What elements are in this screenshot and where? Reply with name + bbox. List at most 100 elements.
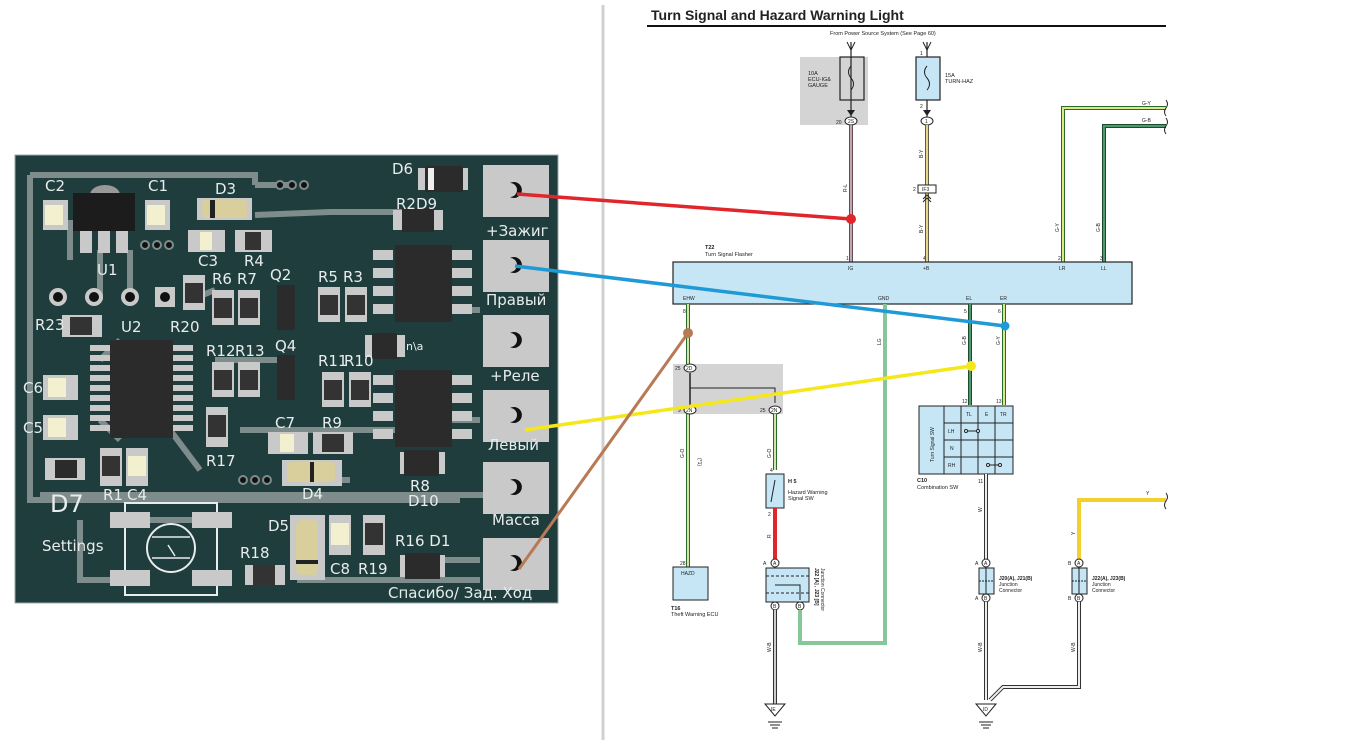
theft-ecu-code: T16 bbox=[671, 606, 680, 612]
j2-conn-a: A bbox=[984, 561, 988, 567]
flasher-pin-ll: LL bbox=[1101, 266, 1107, 272]
hazard-sw-name-2: Signal SW bbox=[788, 496, 814, 502]
pcb-label-c2: C2 bbox=[45, 177, 65, 195]
theft-ecu-pin: 28 bbox=[680, 561, 686, 567]
csw-col-e: E bbox=[985, 412, 989, 418]
pcb-label-d4: D4 bbox=[302, 485, 323, 503]
pcb-label-c3: C3 bbox=[198, 252, 218, 270]
csw-row-lh: LH bbox=[948, 429, 955, 435]
flasher-pin-8-num: 8 bbox=[683, 309, 686, 315]
j2-pin-a: A bbox=[975, 561, 979, 567]
fuse-left-name-1: ECU-IG& bbox=[808, 77, 831, 83]
jb-top-pin: 25 bbox=[675, 366, 681, 372]
csw-pin-11: 11 bbox=[978, 479, 983, 485]
wire-label-y-vertical: Y bbox=[1071, 531, 1077, 535]
wire-label-lg: LG bbox=[877, 338, 883, 345]
fuse-right-rating: 15A bbox=[945, 73, 955, 79]
flasher-pin-4-num: 4 bbox=[923, 256, 926, 262]
u2-ic bbox=[90, 340, 193, 438]
jumper-blue-right bbox=[514, 264, 1006, 328]
connector-2s-label: 2S bbox=[848, 119, 855, 125]
wire-label-w-b-3: W-B bbox=[1071, 642, 1077, 652]
pcb-label-c5: C5 bbox=[23, 419, 43, 437]
combination-sw-code: C10 bbox=[917, 478, 927, 484]
jumper-red-endpoint bbox=[846, 214, 856, 224]
flasher-pin-lr: LR bbox=[1059, 266, 1066, 272]
j2-code: J20(A), J21(B) bbox=[999, 576, 1033, 582]
j2-pin-b: A bbox=[975, 596, 979, 602]
wire-label-b-y-top: B-Y bbox=[919, 149, 925, 158]
pcb-label-c8: C8 bbox=[330, 560, 350, 578]
terminal-pads bbox=[483, 165, 549, 590]
ic-top bbox=[373, 245, 472, 322]
wire-lg bbox=[798, 304, 887, 645]
j1-conn-b: B bbox=[773, 604, 777, 610]
j3-pin-b: B bbox=[1068, 596, 1072, 602]
wire-label-w: W bbox=[978, 507, 984, 512]
jb-right-pin: 25 bbox=[760, 408, 766, 414]
pcb-label-u1: U1 bbox=[97, 261, 118, 279]
pcb-label-d3: D3 bbox=[215, 180, 236, 198]
j1-pin-a: A bbox=[763, 561, 767, 567]
wire-g-y bbox=[1061, 106, 1166, 262]
hazard-sw-name-1: Hazard Warning bbox=[788, 490, 828, 496]
flasher-pin-el: EL bbox=[966, 296, 972, 302]
terminal-label-right: Правый bbox=[486, 291, 546, 309]
pcb-board: C2 C1 D3 U1 C3 R4 D6 R2D9 R6 R7 Q2 R5 R3… bbox=[14, 154, 559, 604]
hazard-sw-pin-bottom: 2 bbox=[768, 512, 771, 518]
j1-conn-b2: B bbox=[798, 604, 802, 610]
turn-signal-flasher-box bbox=[672, 261, 1133, 305]
ic-bottom bbox=[373, 370, 472, 447]
earth-icon bbox=[979, 721, 993, 729]
earth-icon bbox=[768, 721, 782, 729]
pcb-label-q2: Q2 bbox=[270, 266, 291, 284]
j2-sub1: Junction bbox=[999, 582, 1018, 588]
wire-label-r: R bbox=[767, 534, 773, 538]
terminal-label-ground: Масса bbox=[492, 511, 540, 529]
terminal-label-left: Левый bbox=[488, 436, 539, 454]
combination-sw-name: Combination SW bbox=[917, 485, 959, 491]
pcb-label-r20: R20 bbox=[170, 318, 200, 336]
pcb-label-r23: R23 bbox=[35, 316, 65, 334]
jumper-yellow-left bbox=[524, 364, 972, 432]
wire-label-g-y-er: G-Y bbox=[996, 335, 1002, 345]
jumper-brown-reverse bbox=[517, 332, 690, 570]
j3-conn-b: B bbox=[1077, 596, 1081, 602]
wire-label-g-o-right: G-O bbox=[767, 448, 773, 458]
if3-pin: 2 bbox=[913, 187, 916, 193]
pcb-label-r6: R6 bbox=[212, 270, 232, 288]
pcb-label-r12: R12 bbox=[206, 342, 236, 360]
csw-pin-13: 13 bbox=[996, 399, 1002, 405]
pcb-label-r19: R19 bbox=[358, 560, 388, 578]
pcb-label-d5: D5 bbox=[268, 517, 289, 535]
j3-sub1: Junction bbox=[1092, 582, 1111, 588]
jumper-red-ignition bbox=[516, 192, 852, 221]
ground-symbol-id bbox=[974, 703, 998, 717]
pcb-label-r1: R1 bbox=[103, 486, 123, 504]
wire-w-b-id bbox=[984, 602, 1081, 702]
connector-if3-label: IF3 bbox=[922, 187, 929, 193]
j2-sub2: Connector bbox=[999, 588, 1022, 594]
pcb-label-r16d1: R16 D1 bbox=[395, 532, 450, 550]
terminal-label-reverse: Спасибо/ Зад. Ход bbox=[388, 584, 532, 602]
pcb-label-c7: C7 bbox=[275, 414, 295, 432]
flasher-pin-5-num: 5 bbox=[964, 309, 967, 315]
pcb-label-r3: R3 bbox=[343, 268, 363, 286]
wire-label-g-b-el: G-B bbox=[962, 335, 968, 345]
settings-button-footprint bbox=[110, 502, 232, 596]
wire-label-g-y-right: G-Y bbox=[1142, 101, 1152, 107]
flasher-pin-ehw: EHW bbox=[683, 296, 695, 302]
terminal-label-relay: +Реле bbox=[490, 367, 540, 385]
flasher-pin-er: ER bbox=[1000, 296, 1007, 302]
flasher-pin-6-num: 6 bbox=[998, 309, 1001, 315]
pcb-label-c1: C1 bbox=[148, 177, 168, 195]
pcb-label-r11: R11 bbox=[318, 352, 348, 370]
wire-label-y-horizontal: Y bbox=[1146, 491, 1150, 497]
jb-top-conn: 2D bbox=[686, 366, 693, 372]
wire-label-g-b-right: G-B bbox=[1142, 118, 1152, 124]
flasher-code: T22 bbox=[705, 245, 714, 251]
jumper-brown-endpoint bbox=[683, 328, 693, 338]
jb-right-conn: 2N bbox=[771, 408, 778, 414]
connector-1-label: 1 bbox=[925, 119, 928, 125]
j1-sub: Junction Connector bbox=[819, 568, 825, 611]
